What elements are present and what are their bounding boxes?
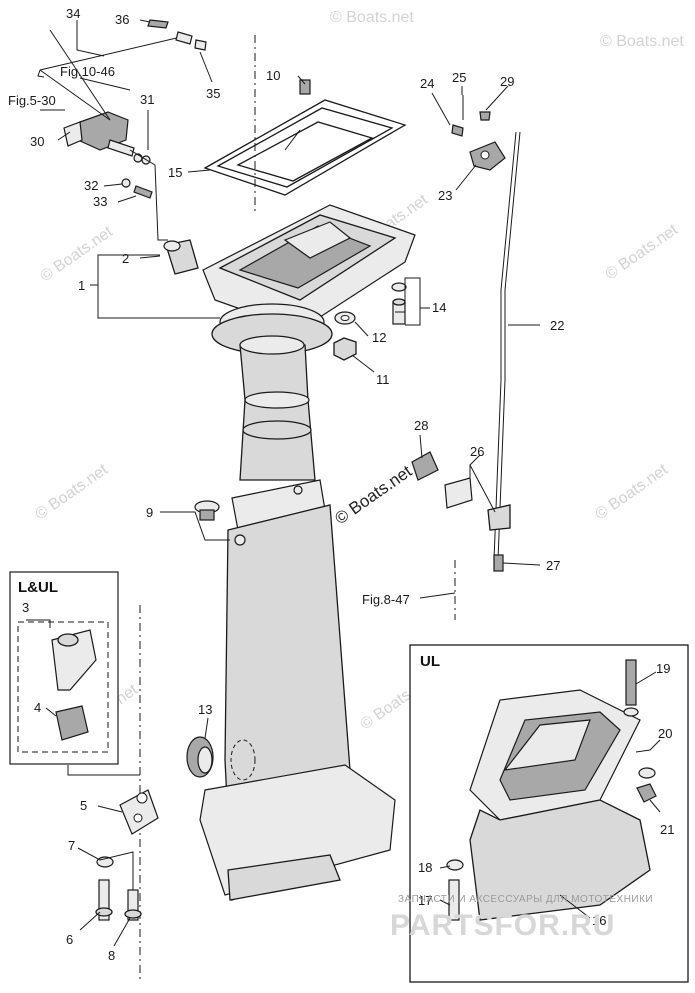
callout-24: 24 bbox=[420, 76, 434, 91]
callout-35: 35 bbox=[206, 86, 220, 101]
watermark-boats: © Boats.net bbox=[593, 461, 672, 523]
lul-box-title: L&UL bbox=[18, 579, 58, 596]
nut-11 bbox=[333, 337, 357, 361]
callout-7: 7 bbox=[68, 838, 75, 853]
callout-5: 5 bbox=[80, 798, 87, 813]
callout-26: 26 bbox=[470, 444, 484, 459]
drive-shaft-housing bbox=[199, 335, 396, 901]
callout-8: 8 bbox=[108, 948, 115, 963]
callout-25: 25 bbox=[452, 70, 466, 85]
screw-24-25-29 bbox=[451, 95, 491, 137]
callout-28: 28 bbox=[414, 418, 428, 433]
callout-17: 17 bbox=[418, 893, 432, 908]
callout-3: 3 bbox=[22, 600, 29, 615]
bolt-8 bbox=[124, 889, 142, 921]
callout-labels: 34 36 35 30 31 32 33 10 15 2 1 24 25 29 … bbox=[22, 6, 674, 963]
lul-inset-box: L&UL bbox=[9, 571, 140, 776]
callout-33: 33 bbox=[93, 194, 107, 209]
callout-32: 32 bbox=[84, 178, 98, 193]
callout-10: 10 bbox=[266, 68, 280, 83]
callout-6: 6 bbox=[66, 932, 73, 947]
brand-tagline: ЗАПЧАСТИ И АКСЕССУАРЫ ДЛЯ МОТОТЕХНИКИ bbox=[398, 894, 653, 905]
callout-27: 27 bbox=[546, 558, 560, 573]
callout-2: 2 bbox=[122, 251, 129, 266]
callout-1: 1 bbox=[78, 278, 85, 293]
callout-4: 4 bbox=[34, 700, 41, 715]
callout-15: 15 bbox=[168, 165, 182, 180]
fig-ref-8-47: Fig.8-47 bbox=[362, 592, 410, 607]
fig-ref-5-30: Fig.5-30 bbox=[8, 93, 56, 108]
brand-watermark: ЗАПЧАСТИ И АКСЕССУАРЫ ДЛЯ МОТОТЕХНИКИ PA… bbox=[390, 894, 653, 942]
watermark-boats: © Boats.net bbox=[33, 461, 112, 523]
gasket-15 bbox=[203, 99, 407, 196]
watermark-boats: © Boats.net bbox=[603, 221, 682, 283]
callout-23: 23 bbox=[438, 188, 452, 203]
screw-28 bbox=[411, 451, 439, 481]
plug-9 bbox=[194, 500, 220, 521]
callout-22: 22 bbox=[550, 318, 564, 333]
callout-19: 19 bbox=[656, 661, 670, 676]
callout-9: 9 bbox=[146, 505, 153, 520]
bolt-6 bbox=[95, 879, 113, 921]
shift-link-assembly bbox=[37, 19, 207, 241]
callout-34: 34 bbox=[66, 6, 80, 21]
bolt-14 bbox=[391, 282, 407, 325]
callout-16: 16 bbox=[592, 913, 606, 928]
grommet-13 bbox=[186, 736, 214, 778]
plate-5 bbox=[119, 789, 159, 835]
grommet-2 bbox=[163, 239, 199, 275]
bolt-10 bbox=[299, 79, 311, 95]
watermark-boats: © Boats.net bbox=[38, 223, 117, 285]
washer-12 bbox=[334, 311, 356, 325]
leader-lines bbox=[26, 19, 661, 947]
bracket-23 bbox=[469, 141, 506, 171]
boats-watermarks: © Boats.net © Boats.net © Boats.net © Bo… bbox=[33, 9, 685, 743]
watermark-boats: © Boats.net bbox=[600, 33, 684, 50]
callout-36: 36 bbox=[115, 12, 129, 27]
clamp-26 bbox=[444, 477, 511, 531]
brand-logo-text: PARTSFOR.RU bbox=[390, 909, 615, 942]
callout-21: 21 bbox=[660, 822, 674, 837]
shift-rod-22 bbox=[493, 131, 521, 572]
callout-30: 30 bbox=[30, 134, 44, 149]
ul-inset-box: UL bbox=[409, 644, 689, 983]
callout-11: 11 bbox=[376, 372, 390, 387]
callout-14: 14 bbox=[432, 300, 446, 315]
ul-box-title: UL bbox=[420, 653, 440, 670]
callout-20: 20 bbox=[658, 726, 672, 741]
callout-31: 31 bbox=[140, 92, 154, 107]
watermark-boats: © Boats.net bbox=[330, 9, 414, 26]
watermark-boats-main: © Boats.net bbox=[331, 461, 415, 528]
figure-references: Fig.10-46 Fig.5-30 Fig.8-47 bbox=[8, 64, 410, 607]
callout-29: 29 bbox=[500, 74, 514, 89]
callout-13: 13 bbox=[198, 702, 212, 717]
callout-12: 12 bbox=[372, 330, 386, 345]
callout-18: 18 bbox=[418, 860, 432, 875]
fig-ref-10-46: Fig.10-46 bbox=[60, 64, 115, 79]
